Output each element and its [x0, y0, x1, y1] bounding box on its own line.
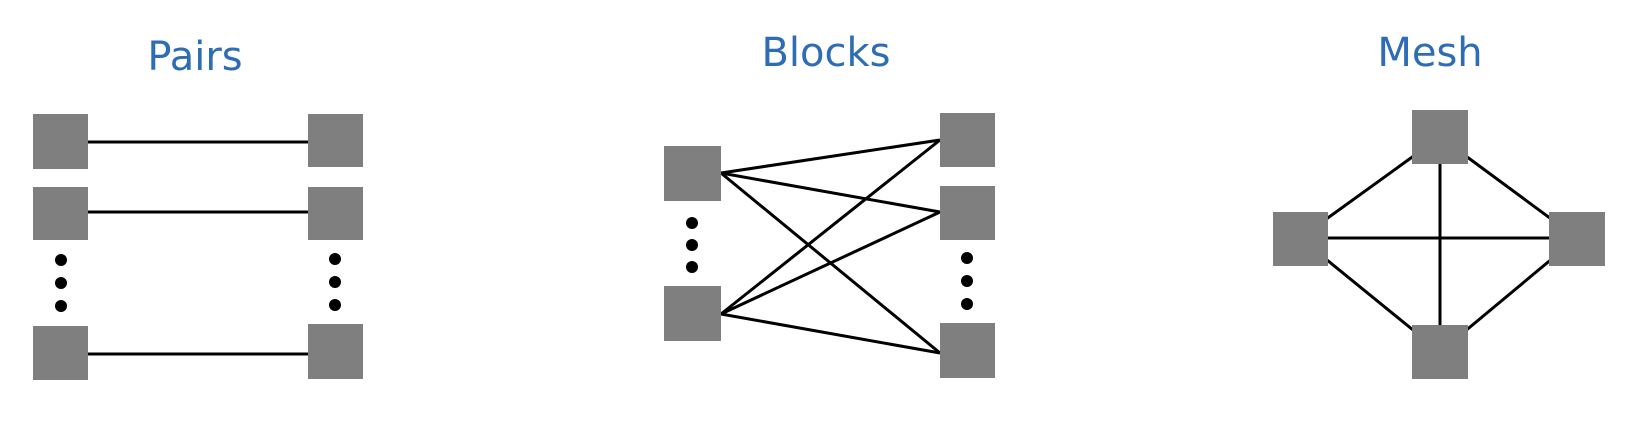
pairs-node-left-3 [33, 326, 88, 380]
pairs-node-right-3 [308, 324, 363, 379]
mesh-diagram [1273, 110, 1605, 379]
blocks-edge [720, 138, 941, 316]
pairs-ellipsis-dot [55, 254, 67, 266]
blocks-ellipsis-dot [686, 261, 698, 273]
pairs-diagram [33, 114, 363, 380]
pairs-ellipsis-dot [55, 300, 67, 312]
pairs-node-right-1 [308, 114, 363, 167]
blocks-edge [720, 210, 941, 316]
blocks-title: Blocks [761, 30, 891, 76]
mesh-node-bottom [1412, 325, 1468, 379]
mesh-node-top [1412, 110, 1468, 164]
blocks-edge [720, 171, 941, 214]
blocks-ellipsis-dot [961, 298, 973, 310]
mesh-node-right [1549, 212, 1605, 266]
blocks-node-right-2 [940, 186, 995, 240]
blocks-ellipsis-dot [961, 275, 973, 287]
pairs-node-right-2 [308, 187, 363, 240]
blocks-node-right-1 [940, 113, 995, 167]
blocks-node-right-3 [940, 323, 995, 378]
mesh-node-left [1273, 212, 1328, 266]
pairs-ellipsis-dot [55, 277, 67, 289]
pairs-node-left-1 [33, 114, 88, 169]
pairs-node-left-2 [33, 187, 88, 240]
mesh-title: Mesh [1377, 30, 1483, 76]
blocks-node-left-2 [664, 286, 721, 341]
blocks-edge [720, 138, 941, 175]
pairs-ellipsis-dot [329, 299, 341, 311]
blocks-ellipsis-dot [961, 252, 973, 264]
pairs-title: Pairs [147, 34, 243, 80]
pairs-ellipsis-dot [329, 253, 341, 265]
blocks-ellipsis-dot [686, 217, 698, 229]
blocks-node-left-1 [664, 146, 721, 201]
blocks-diagram [664, 113, 995, 378]
blocks-edge [720, 312, 941, 355]
pairs-ellipsis-dot [329, 276, 341, 288]
blocks-ellipsis-dot [686, 239, 698, 251]
